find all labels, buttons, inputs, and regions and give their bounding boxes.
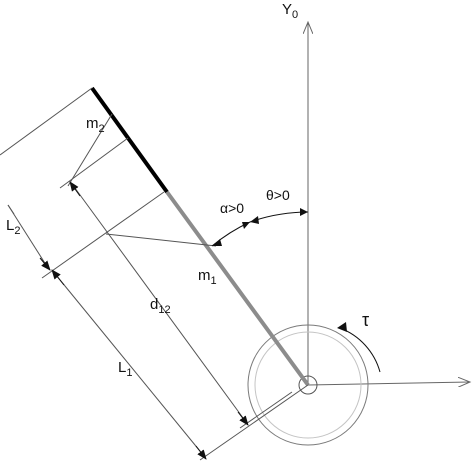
- theta-arrow-left: [250, 216, 259, 224]
- alpha-label: α>0: [220, 200, 244, 216]
- d12-label-base: d: [150, 296, 158, 313]
- ext-line-m2: [59, 137, 129, 189]
- tau-label: τ: [362, 310, 369, 330]
- m1-label: m1: [198, 267, 217, 287]
- y-axis-label-base: Y: [282, 1, 292, 18]
- m2-label-sub: 2: [99, 123, 105, 135]
- ext-line-d12-top: [67, 113, 113, 187]
- theta-arrow-right: [300, 208, 308, 216]
- m2-label: m2: [86, 115, 105, 135]
- base-inner-circle: [254, 331, 362, 439]
- l2-label: L2: [6, 217, 20, 237]
- theta-arc: [249, 211, 309, 223]
- dim-line-l2-arrow-a: [7, 204, 15, 215]
- m2-label-base: m: [86, 115, 99, 132]
- tau-arc: [339, 327, 381, 373]
- base-outer-circle: [247, 324, 369, 446]
- l2-label-sub: 2: [14, 225, 20, 237]
- m1-label-base: m: [198, 267, 211, 284]
- dim-line-d12-arrow-bottom: [237, 411, 249, 426]
- dim-line-l2: [7, 204, 49, 269]
- m1-label-sub: 1: [211, 275, 217, 287]
- ext-line-mid: [105, 233, 217, 247]
- dim-line-d12: [71, 183, 247, 423]
- alpha-arrow-right: [242, 222, 250, 229]
- pivot-circle: [298, 375, 318, 395]
- d12-label-sub: 12: [158, 304, 170, 316]
- ext-line-joint: [41, 191, 165, 279]
- tau-arrow: [337, 322, 347, 332]
- dim-line-l2-arrow-b: [39, 257, 51, 271]
- l1-label-base: L: [118, 359, 126, 376]
- l1-label-sub: 1: [126, 367, 132, 379]
- ext-line-top: [0, 87, 93, 156]
- ext-line-d12-bottom: [239, 391, 293, 429]
- d12-label: d12: [150, 296, 171, 316]
- dim-line-l1: [55, 274, 205, 457]
- x-axis-line: [307, 382, 470, 385]
- dim-line-l1-arrow-bottom: [195, 445, 207, 460]
- y-axis-label-sub: 0: [292, 9, 298, 21]
- dim-line-l1-arrow-top: [51, 269, 65, 286]
- theta-label: θ>0: [266, 187, 290, 203]
- y-axis-label: Y0: [282, 1, 298, 21]
- link-1: [165, 190, 310, 387]
- l2-label-base: L: [6, 217, 14, 234]
- alpha-arrow-left: [212, 239, 222, 246]
- l1-label: L1: [118, 359, 132, 379]
- ext-line-bottom: [199, 384, 309, 461]
- link-2: [90, 86, 169, 194]
- dim-line-d12-arrow-top: [69, 181, 81, 197]
